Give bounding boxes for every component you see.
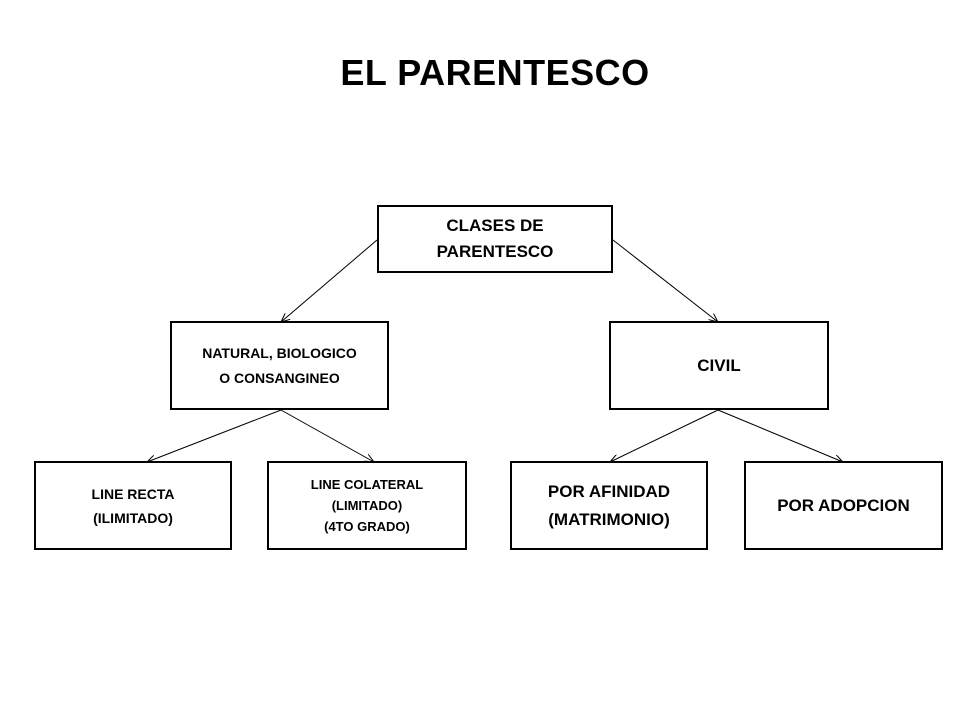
- node-line-recta: LINE RECTA (ILIMITADO): [34, 461, 232, 550]
- node-label-line: O CONSANGINEO: [219, 369, 340, 386]
- node-label-line: (ILIMITADO): [93, 509, 173, 526]
- node-label-line: CIVIL: [697, 355, 741, 375]
- node-label: CIVIL: [697, 356, 740, 376]
- node-label-line: LINE COLATERAL: [310, 477, 424, 492]
- node-por-afinidad: POR AFINIDAD (MATRIMONIO): [510, 461, 708, 550]
- node-label-line: (MATRIMONIO): [548, 509, 670, 529]
- node-label: NATURAL, BIOLOGICO O CONSANGINEO: [202, 341, 357, 391]
- node-label-line: (LIMITADO): [331, 498, 403, 513]
- node-label-line: POR ADOPCION: [777, 495, 910, 515]
- node-line-colateral: LINE COLATERAL (LIMITADO) (4TO GRADO): [267, 461, 467, 550]
- node-civil: CIVIL: [609, 321, 829, 410]
- node-label: LINE RECTA (ILIMITADO): [92, 482, 175, 530]
- node-label-line: (4TO GRADO): [324, 519, 410, 534]
- node-label-line: LINE RECTA: [91, 485, 175, 502]
- node-label-line: NATURAL, BIOLOGICO: [202, 344, 357, 361]
- arrow-civil-to-afinidad: [610, 409, 719, 462]
- node-label-line: CLASES DE: [446, 216, 544, 235]
- arrow-natural-to-recta: [147, 409, 282, 462]
- node-label: POR ADOPCION: [777, 496, 910, 516]
- arrow-natural-to-colateral: [280, 409, 374, 462]
- node-label: LINE COLATERAL (LIMITADO) (4TO GRADO): [311, 474, 423, 537]
- node-por-adopcion: POR ADOPCION: [744, 461, 943, 550]
- diagram-title: EL PARENTESCO: [340, 52, 650, 93]
- node-clases-de-parentesco: CLASES DE PARENTESCO: [377, 205, 613, 273]
- arrow-root-to-natural: [281, 239, 378, 322]
- arrow-root-to-civil: [612, 239, 718, 322]
- node-label-line: POR AFINIDAD: [547, 481, 671, 501]
- arrow-civil-to-adopcion: [717, 409, 843, 462]
- node-label-line: PARENTESCO: [436, 242, 554, 261]
- node-label: CLASES DE PARENTESCO: [437, 213, 554, 265]
- node-label: POR AFINIDAD (MATRIMONIO): [548, 478, 670, 534]
- node-natural-biologico: NATURAL, BIOLOGICO O CONSANGINEO: [170, 321, 389, 410]
